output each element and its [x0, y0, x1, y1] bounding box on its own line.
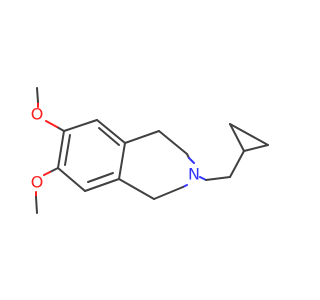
bond-c7-o-colored: [43, 171, 51, 176]
cyclopropylmethyl-group: [199, 123, 269, 181]
background: [0, 0, 300, 300]
double-bond-c7-c6: [64, 134, 71, 166]
bond-ch2-cp: [229, 150, 245, 178]
bond-c4a-c4: [124, 130, 160, 144]
piperidine-ring: [118, 130, 195, 200]
bond-c6-o-colored: [45, 120, 58, 128]
double-bond-c5-c4a: [98, 127, 120, 146]
methoxy-bottom: [35, 167, 59, 214]
oxygen-atom-label: O: [31, 173, 44, 192]
oxygen-atom-label: O: [31, 105, 44, 124]
bond-c6-c5: [63, 119, 98, 132]
benzene-ring: [57, 119, 126, 192]
bond-cp-2: [229, 123, 269, 146]
bond-n-ch2-colored: [199, 176, 207, 181]
bond-c6-o: [56, 126, 65, 132]
bond-c8-c7: [57, 167, 86, 192]
bond-c3-n-colored: [188, 157, 195, 164]
double-bond-c8a-c8: [87, 172, 114, 183]
bond-c7-o: [49, 167, 59, 173]
bond-cp-1: [229, 123, 245, 152]
bond-c4-c3: [158, 130, 188, 155]
bond-n-ch2: [205, 176, 231, 181]
bond-c8a-c8: [84, 178, 120, 192]
bond-c7-c6: [57, 130, 65, 169]
bond-n-c1: [153, 186, 184, 200]
bond-o-ch3: [36, 87, 39, 103]
nitrogen-atom-label: N: [188, 165, 200, 184]
bond-c4a-c8a: [118, 142, 126, 180]
bond-cp-3: [243, 144, 269, 152]
bond-c1-c8a: [118, 178, 155, 200]
methoxy-top: [36, 87, 65, 132]
molecule-structure: O O N: [0, 0, 300, 300]
bond-o-ch3-bottom: [35, 196, 38, 214]
bond-c5-c4a: [96, 119, 126, 144]
